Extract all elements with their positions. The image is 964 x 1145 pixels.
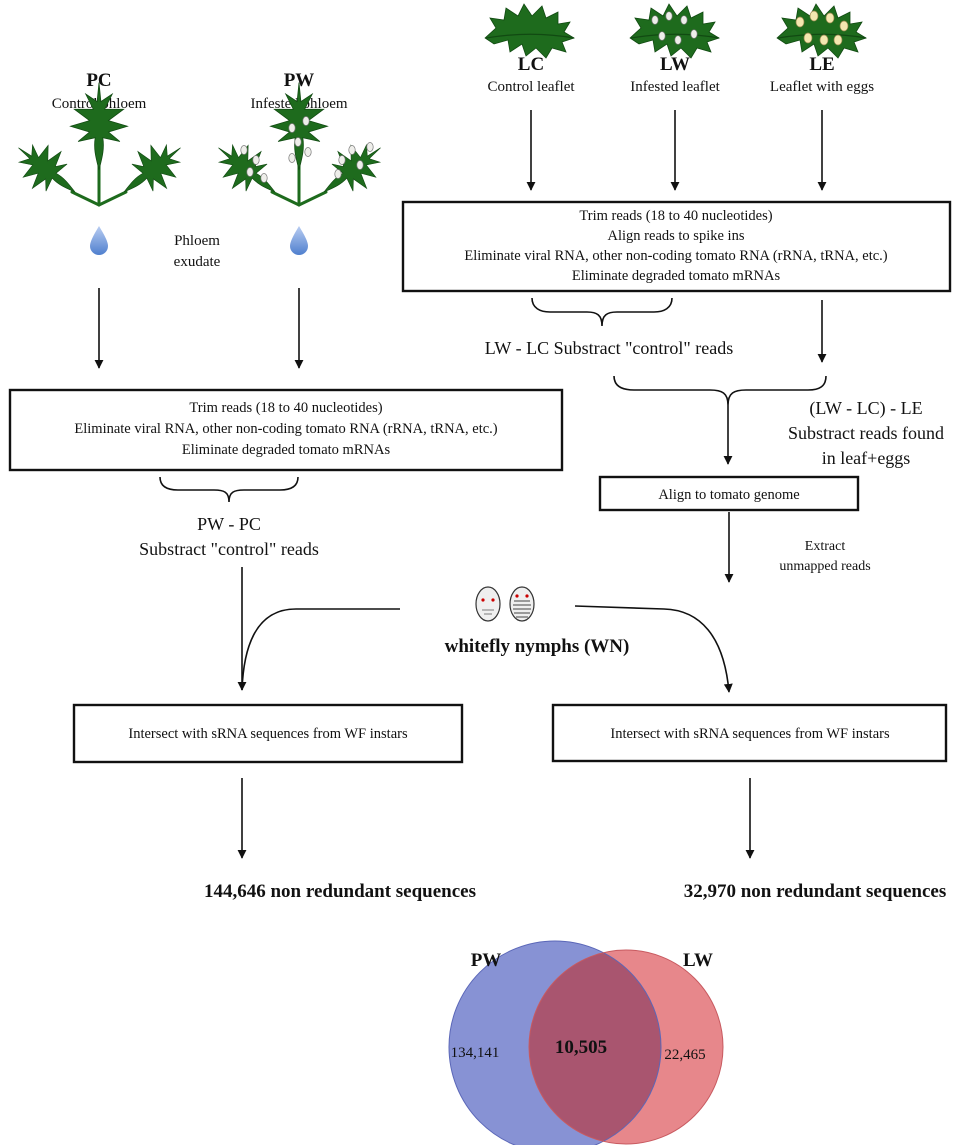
pw-code: PW <box>284 70 315 91</box>
lw-infested-leaflet-icon <box>629 3 720 59</box>
pw-infested-leaf-icon <box>203 82 396 211</box>
result-left: 144,646 non redundant sequences <box>204 881 476 902</box>
lc-code: LC <box>518 54 544 75</box>
intersect-left-box <box>72 703 464 764</box>
intersect-left-label: Intersect with sRNA sequences from WF in… <box>128 726 408 742</box>
left-box-line2: Eliminate viral RNA, other non-coding to… <box>74 421 497 437</box>
pw-droplet-icon <box>290 226 308 255</box>
whitefly-nymph-striped-icon <box>509 586 535 622</box>
left-box-line3: Eliminate degraded tomato mRNAs <box>182 442 391 458</box>
align-box-label: Align to tomato genome <box>658 487 799 503</box>
lc-label: Control leaflet <box>487 79 575 95</box>
egg-subtract-line3: in leaf+eggs <box>822 448 911 468</box>
intersect-right-box <box>551 703 948 763</box>
intersect-right-label: Intersect with sRNA sequences from WF in… <box>610 726 890 742</box>
lw-lc-brace <box>531 297 673 327</box>
right-box-line2: Align reads to spike ins <box>608 228 745 244</box>
left-brace <box>159 476 299 503</box>
whitefly-left-curve <box>241 608 400 691</box>
pc-code: PC <box>86 70 111 91</box>
lw-code: LW <box>660 54 690 75</box>
venn-overlap <box>529 950 661 1144</box>
egg-subtract-line2: Substract reads found <box>788 423 944 443</box>
venn-overlap-count: 10,505 <box>555 1037 607 1058</box>
whitefly-nymph-icon <box>475 586 501 622</box>
venn-lw-only-count: 22,465 <box>664 1047 705 1063</box>
right-box-line3: Eliminate viral RNA, other non-coding to… <box>464 248 887 264</box>
egg-subtract-line1: (LW - LC) - LE <box>809 398 922 419</box>
merge-brace <box>613 375 827 406</box>
venn-lw-label: LW <box>683 950 713 971</box>
phloem-exudate-line1: Phloem <box>174 233 220 249</box>
left-processing-box <box>8 388 564 472</box>
le-label: Leaflet with eggs <box>770 79 874 95</box>
left-box-line1: Trim reads (18 to 40 nucleotides) <box>189 400 382 416</box>
right-processing-box <box>401 200 952 293</box>
right-box-line1: Trim reads (18 to 40 nucleotides) <box>579 208 772 224</box>
extract-note-line1: Extract <box>805 539 846 554</box>
pc-droplet-icon <box>90 226 108 255</box>
pc-tomato-leaf-icon <box>3 82 196 211</box>
whitefly-label: whitefly nymphs (WN) <box>445 636 630 657</box>
align-genome-box <box>598 475 860 512</box>
lw-label: Infested leaflet <box>630 79 720 95</box>
right-subtract-label: LW - LC Substract "control" reads <box>485 338 733 358</box>
result-right: 32,970 non redundant sequences <box>684 881 947 902</box>
venn-pw-label: PW <box>471 950 502 971</box>
left-subtract-line1: PW - PC <box>197 514 261 534</box>
lc-leaflet-icon <box>484 3 575 59</box>
le-egg-leaflet-icon <box>776 3 867 59</box>
le-code: LE <box>809 54 834 75</box>
left-subtract-line2: Substract "control" reads <box>139 539 319 559</box>
whitefly-right-curve <box>574 605 733 693</box>
phloem-exudate-line2: exudate <box>174 254 221 270</box>
venn-diagram <box>448 940 724 1145</box>
right-box-line4: Eliminate degraded tomato mRNAs <box>572 268 781 284</box>
extract-note-line2: unmapped reads <box>779 559 870 574</box>
venn-pw-only-count: 134,141 <box>451 1045 500 1061</box>
